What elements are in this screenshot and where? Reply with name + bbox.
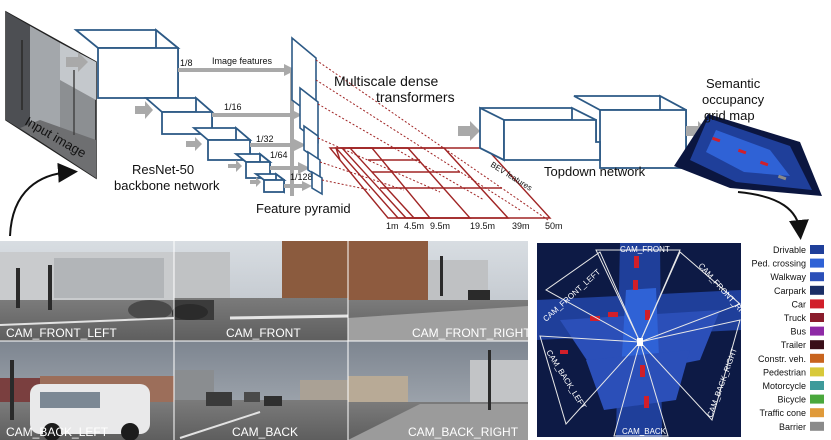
legend-label: Drivable [773, 245, 806, 255]
legend-label: Trailer [781, 340, 806, 350]
camera-grid [0, 241, 528, 440]
output-label-line2: occupancy [702, 92, 765, 107]
camera-label-front-right: CAM_FRONT_RIGHT [412, 326, 531, 340]
legend-label: Carpark [774, 286, 807, 296]
legend-label: Bicycle [777, 395, 806, 405]
camera-image-back-right [348, 341, 528, 440]
legend-label: Motorcycle [762, 381, 806, 391]
camera-image-front-right [348, 241, 528, 341]
transformers-label-line1: Multiscale dense [334, 73, 438, 89]
distance-label-50m: 50m [545, 221, 563, 231]
map-label-front: CAM_FRONT [620, 245, 670, 254]
legend-swatch [810, 326, 824, 336]
camera-image-back [174, 341, 348, 440]
legend-swatch [810, 285, 824, 295]
map-label-back: CAM_BACK [622, 427, 667, 436]
legend-swatch [810, 258, 824, 268]
bev-features [328, 147, 552, 219]
backbone-network [73, 28, 287, 194]
legend-swatch [810, 353, 824, 363]
legend-label: Car [791, 299, 806, 309]
legend-label: Truck [784, 313, 807, 323]
distance-label-39m: 39m [512, 221, 530, 231]
scale-label-1-16: 1/16 [224, 102, 242, 112]
legend-swatch [810, 313, 824, 322]
scale-label-1-32: 1/32 [256, 134, 274, 144]
legend-swatch [810, 408, 824, 418]
input-image [5, 10, 97, 180]
transformers-label-line2: transformers [376, 89, 455, 105]
output-label-line3: grid map [704, 108, 755, 123]
legend-swatch [810, 367, 824, 377]
feature-pyramid [291, 36, 323, 196]
legend-swatch [810, 272, 824, 282]
camera-label-back: CAM_BACK [232, 425, 298, 439]
semantic-occupancy-map [674, 114, 822, 196]
camera-label-front: CAM_FRONT [226, 326, 301, 340]
backbone-arrows [66, 52, 261, 187]
legend-label: Traffic cone [759, 408, 806, 418]
legend-label: Pedestrian [763, 367, 806, 377]
distance-label-4-5m: 4.5m [404, 221, 424, 231]
legend-label: Bus [790, 327, 806, 337]
output-label-line1: Semantic [706, 76, 761, 91]
legend-label: Constr. veh. [758, 354, 806, 364]
legend-label: Ped. crossing [751, 259, 806, 269]
camera-label-back-left: CAM_BACK_LEFT [6, 425, 109, 439]
scale-label-1-64: 1/64 [270, 150, 288, 160]
camera-label-front-left: CAM_FRONT_LEFT [6, 326, 117, 340]
distance-label-19-5m: 19.5m [470, 221, 495, 231]
output-connector-arrow [737, 191, 809, 240]
camera-image-front [172, 241, 349, 341]
legend-swatch [810, 421, 824, 431]
legend-swatch [810, 381, 824, 390]
camera-label-back-right: CAM_BACK_RIGHT [408, 425, 519, 439]
topdown-label: Topdown network [544, 164, 646, 179]
scale-label-1-8: 1/8 [180, 58, 193, 68]
feature-arrowheads [284, 64, 312, 191]
distance-label-1m: 1m [386, 221, 399, 231]
topdown-map [537, 243, 741, 437]
topdown-input-arrow [458, 121, 480, 141]
legend-swatch [810, 245, 824, 254]
backbone-label-line2: backbone network [114, 178, 220, 193]
camera-image-back-left [0, 341, 174, 440]
distance-label-9-5m: 9.5m [430, 221, 450, 231]
backbone-label-line1: ResNet-50 [132, 162, 194, 177]
legend-swatch [810, 299, 824, 309]
topdown-network [479, 94, 687, 170]
scale-label-1-128: 1/128 [290, 172, 313, 182]
legend-label: Barrier [779, 422, 806, 432]
legend-label: Walkway [770, 272, 806, 282]
image-features-label: Image features [212, 56, 273, 66]
legend-swatch [810, 394, 824, 404]
feature-pyramid-label: Feature pyramid [256, 201, 351, 216]
input-connector-arrow [9, 162, 78, 237]
legend-swatch [810, 340, 824, 350]
feature-arrows [178, 68, 304, 196]
